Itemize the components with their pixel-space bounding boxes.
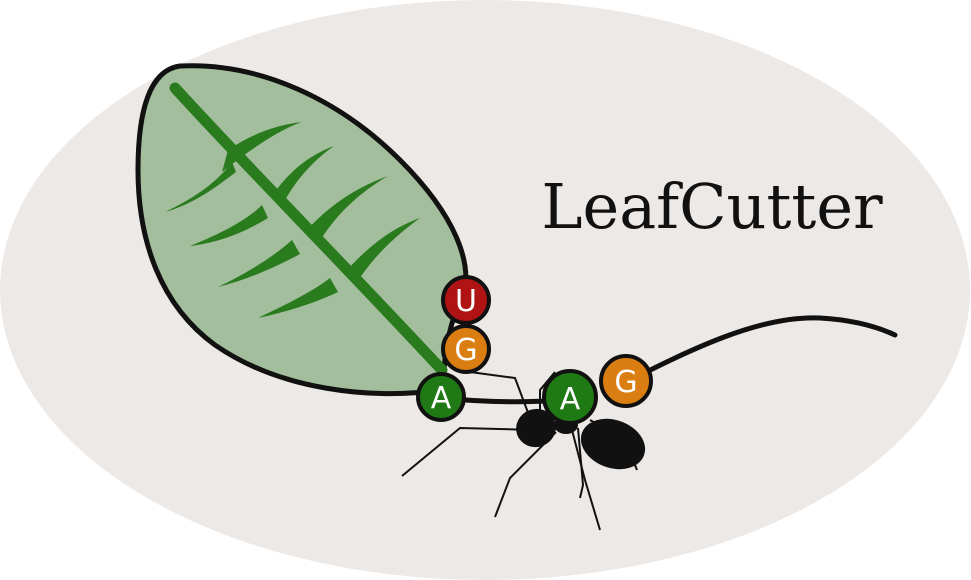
nucleotide-letter: G: [614, 365, 637, 400]
nucleotide-g-bead: G: [599, 354, 653, 408]
nucleotide-letter: A: [560, 382, 581, 417]
ant-antenna: [469, 371, 531, 419]
nucleotide-letter: G: [454, 333, 477, 368]
nucleotide-u-bead: U: [441, 275, 491, 325]
leaf-vein: [305, 176, 388, 244]
nucleotide-circle: [542, 369, 598, 425]
nucleotide-g-bead: G: [441, 324, 491, 374]
ant-leg: [401, 426, 536, 477]
nucleotide-circle: [416, 372, 466, 422]
ant-leg: [577, 427, 585, 499]
nucleotide-letter: A: [431, 381, 452, 416]
ant-head: [516, 408, 556, 448]
ant-leg: [494, 431, 557, 518]
nucleotide-circle: [599, 354, 653, 408]
nucleotide-letter: U: [455, 284, 477, 319]
leaf-vein: [190, 205, 268, 246]
nucleotide-a-bead: A: [416, 372, 466, 422]
ant-leg: [571, 429, 601, 531]
leaf-vein: [345, 218, 420, 284]
rna-tail-line: [623, 315, 898, 385]
leaf-midrib: [169, 82, 448, 376]
nucleotide-a-bead: A: [542, 369, 598, 425]
leaf-vein: [222, 122, 302, 172]
logo-title: LeafCutter: [541, 170, 883, 243]
nucleotide-circle: [441, 275, 491, 325]
leaf-vein: [272, 146, 334, 206]
nucleotide-circle: [441, 324, 491, 374]
ant-abdomen: [580, 418, 646, 470]
leaf-vein: [258, 278, 338, 318]
leaf-vein: [218, 240, 300, 287]
leaf-vein: [165, 162, 236, 212]
